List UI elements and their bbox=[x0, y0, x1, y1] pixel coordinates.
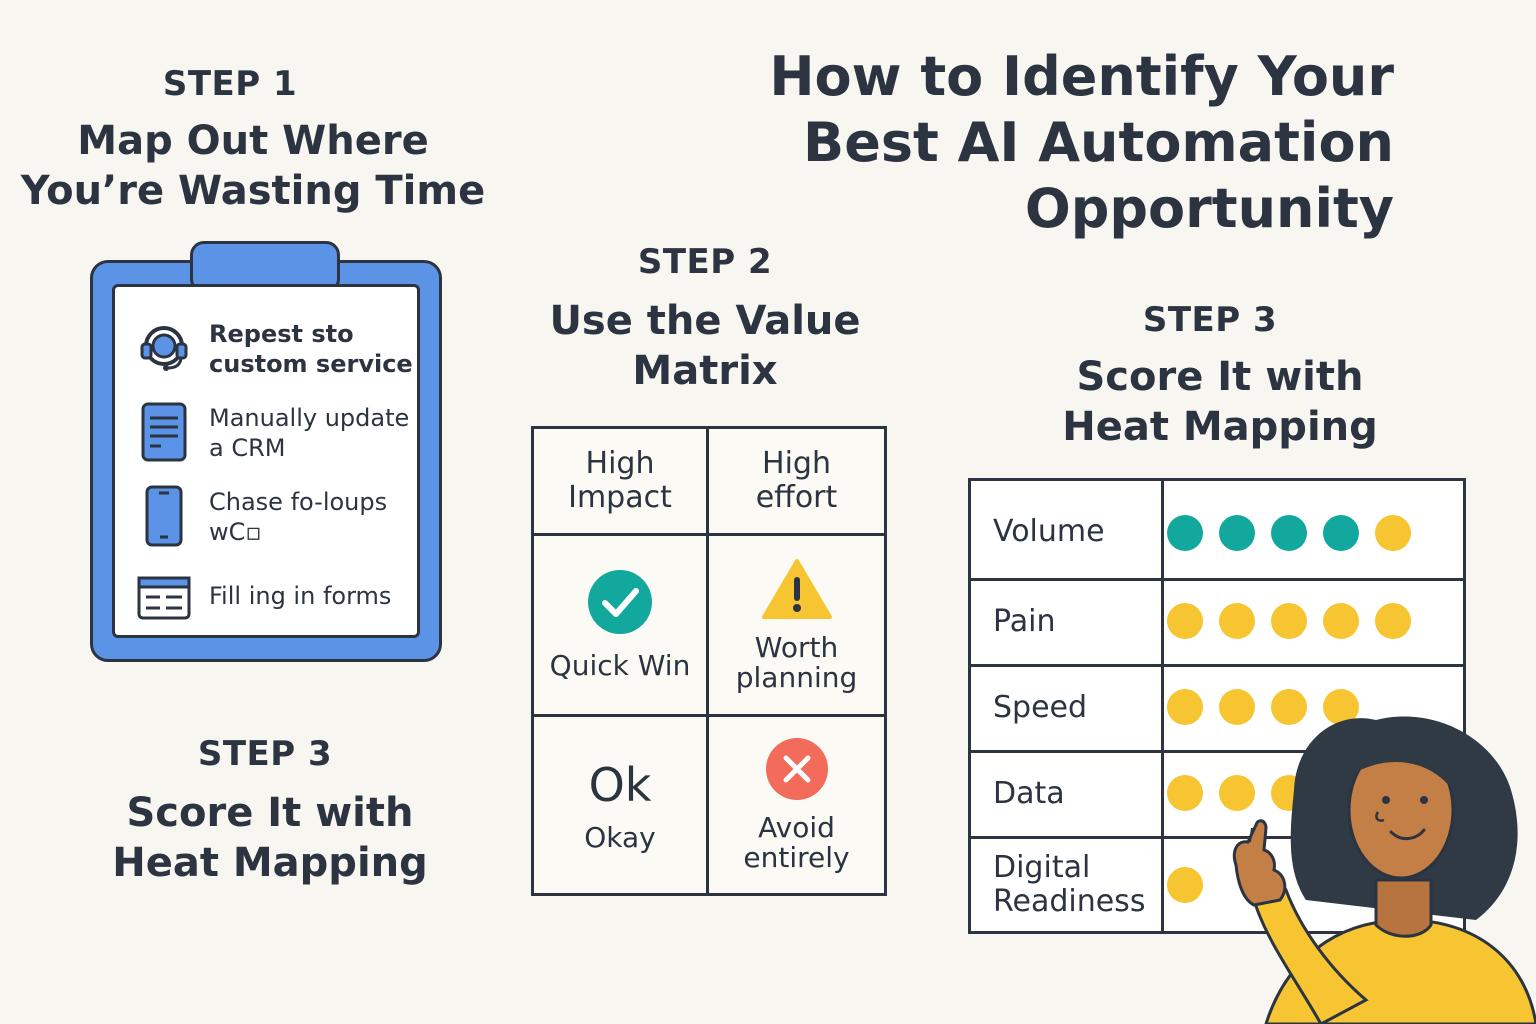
form-icon bbox=[135, 567, 193, 629]
score-dots bbox=[1167, 867, 1203, 903]
list-item: Manually update a CRM bbox=[135, 401, 415, 463]
quick-win-label: Quick Win bbox=[549, 649, 691, 682]
score-dot-teal bbox=[1271, 515, 1307, 551]
warning-icon bbox=[761, 557, 833, 625]
list-item-text: Chase fo-loups wC▫ bbox=[209, 488, 388, 546]
table-row: Volume bbox=[971, 481, 1463, 581]
table-row: Digital Readiness bbox=[971, 839, 1463, 931]
score-dot-yellow bbox=[1375, 515, 1411, 551]
x-icon bbox=[765, 737, 829, 805]
row-label: Digital Readiness bbox=[993, 850, 1146, 919]
matrix-cell-okay: Ok Okay bbox=[534, 717, 706, 893]
score-dots bbox=[1167, 603, 1411, 639]
table-row: Pain bbox=[971, 581, 1463, 667]
score-dot-teal bbox=[1167, 515, 1203, 551]
list-item: Chase fo-loups wC▫ bbox=[135, 485, 415, 547]
row-label: Pain bbox=[993, 604, 1056, 639]
matrix-divider-horizontal bbox=[534, 533, 884, 536]
clipboard-paper: Repest sto custom service Manually updat… bbox=[112, 284, 420, 638]
score-dot-yellow bbox=[1167, 689, 1203, 725]
matrix-cell-quick-win: Quick Win bbox=[534, 536, 706, 714]
matrix-cell-worth-planning: Worth planning bbox=[709, 536, 884, 714]
matrix-divider-vertical bbox=[706, 429, 709, 893]
headset-icon bbox=[135, 317, 193, 379]
matrix-header-effort: High effort bbox=[755, 446, 838, 515]
score-dot-yellow bbox=[1167, 867, 1203, 903]
check-icon bbox=[587, 569, 653, 639]
step2-label: STEP 2 bbox=[637, 242, 773, 282]
table-row: Data bbox=[971, 753, 1463, 839]
matrix-cell-avoid: Avoid entirely bbox=[709, 717, 884, 893]
value-matrix: High Impact High effort Quick Win Worth … bbox=[531, 426, 887, 896]
score-dot-yellow bbox=[1271, 603, 1307, 639]
ok-label: Ok bbox=[588, 758, 652, 812]
score-dot-yellow bbox=[1375, 603, 1411, 639]
score-dot-yellow bbox=[1219, 775, 1255, 811]
step1-title: Map Out Where You’re Wasting Time bbox=[20, 118, 486, 214]
okay-label: Okay bbox=[584, 821, 656, 854]
score-dot-yellow bbox=[1167, 603, 1203, 639]
matrix-header-impact: High Impact bbox=[568, 446, 672, 515]
list-item: Fill ing in forms bbox=[135, 567, 415, 629]
heat-divider bbox=[1161, 481, 1164, 931]
avoid-label: Avoid entirely bbox=[743, 811, 850, 874]
score-dots bbox=[1167, 689, 1359, 725]
person-pointing-illustration bbox=[1226, 700, 1536, 1024]
score-dot-teal bbox=[1323, 515, 1359, 551]
list-item-text: Manually update a CRM bbox=[209, 404, 410, 462]
worth-planning-label: Worth planning bbox=[735, 631, 858, 694]
list-item-text: Fill ing in forms bbox=[209, 582, 392, 610]
row-label: Data bbox=[993, 776, 1065, 811]
step1-label: STEP 1 bbox=[162, 64, 298, 104]
score-dot-yellow bbox=[1219, 603, 1255, 639]
score-dot-yellow bbox=[1167, 775, 1203, 811]
document-icon bbox=[135, 401, 193, 463]
row-label: Volume bbox=[993, 514, 1105, 549]
table-row: Speed bbox=[971, 667, 1463, 753]
list-item-text: Repest sto custom service bbox=[209, 320, 413, 378]
matrix-divider-horizontal bbox=[534, 714, 884, 717]
list-item: Repest sto custom service bbox=[135, 317, 415, 379]
step3-title: Score It with Heat Mapping bbox=[1062, 354, 1378, 450]
score-dot-yellow bbox=[1271, 689, 1307, 725]
row-label: Speed bbox=[993, 690, 1088, 725]
step2-title: Use the Value Matrix bbox=[549, 298, 861, 394]
score-dot-yellow bbox=[1219, 689, 1255, 725]
phone-icon bbox=[135, 485, 193, 547]
score-dots bbox=[1167, 515, 1411, 551]
score-dot-yellow bbox=[1323, 603, 1359, 639]
step3-repeat-title: Score It with Heat Mapping bbox=[112, 790, 428, 886]
score-dot-teal bbox=[1219, 515, 1255, 551]
step3-label: STEP 3 bbox=[1142, 300, 1278, 340]
page-title: How to Identify Your Best AI Automation … bbox=[769, 45, 1394, 240]
step3-repeat-label: STEP 3 bbox=[197, 734, 333, 774]
